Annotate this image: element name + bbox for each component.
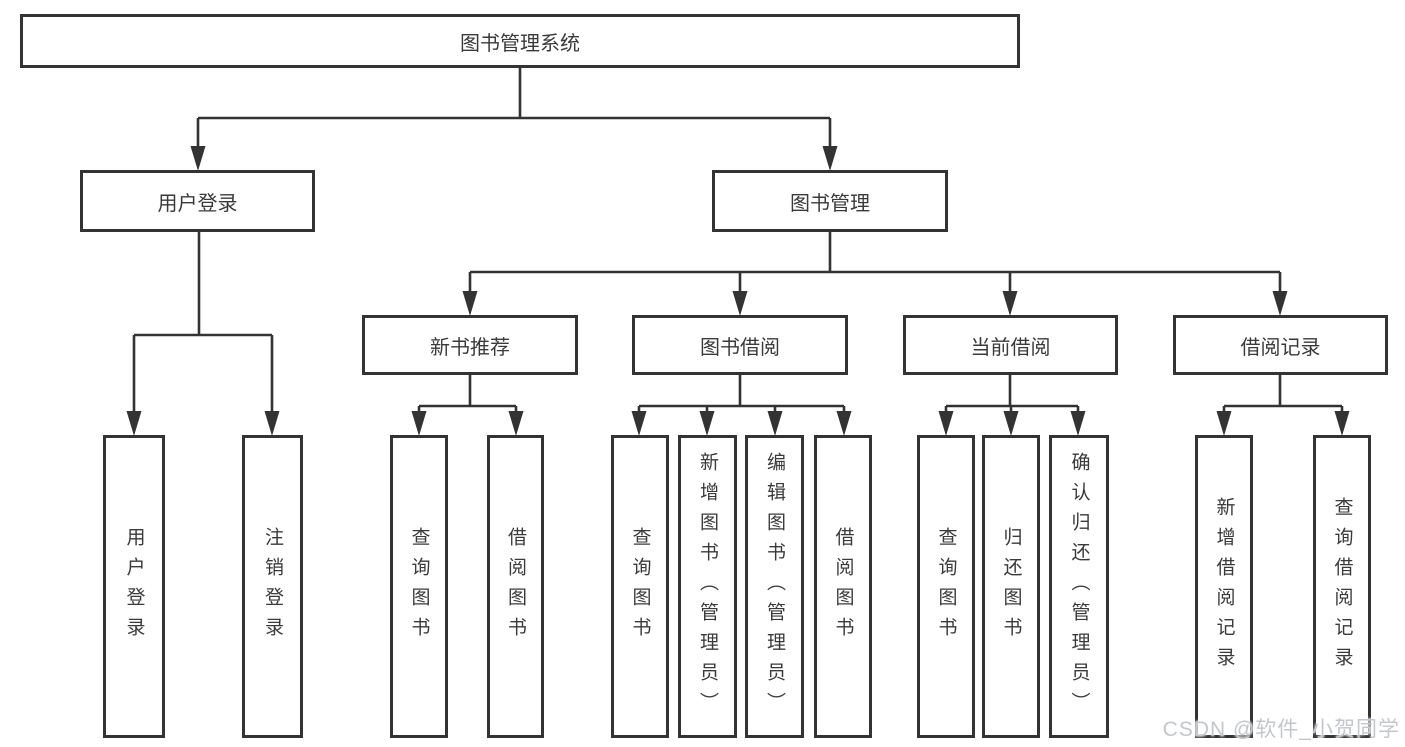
node-book-management: 图书管理 [712, 170, 948, 232]
arrow-icon [1334, 411, 1350, 436]
leaf-query-books-borrowing: 查询图书 [611, 435, 669, 738]
watermark: CSDN @软件_小贺同学 [1162, 718, 1400, 741]
leaf-label: 编辑图书（管理员） [764, 451, 785, 722]
arrow-icon [822, 146, 838, 171]
leaf-query-books-current: 查询图书 [917, 435, 975, 738]
leaf-add-books-admin: 新增图书（管理员） [678, 435, 737, 738]
arrow-icon [1002, 291, 1018, 316]
leaf-label: 借阅图书 [832, 526, 854, 647]
leaf-confirm-return-admin: 确认归还（管理员） [1049, 435, 1109, 738]
leaf-query-borrow-record: 查询借阅记录 [1313, 435, 1371, 738]
arrow-icon [1070, 411, 1086, 436]
leaf-label: 查询借阅记录 [1331, 496, 1353, 677]
arrow-icon [631, 411, 647, 436]
leaf-logout: 注销登录 [242, 435, 303, 738]
arrow-icon [190, 146, 206, 171]
node-book-borrowing: 图书借阅 [632, 315, 848, 375]
connector-book-borrowing-bus [637, 375, 846, 414]
leaf-label: 归还图书 [1000, 526, 1022, 647]
leaf-label: 新增图书（管理员） [697, 451, 718, 722]
leaf-add-borrow-record: 新增借阅记录 [1195, 435, 1253, 738]
node-new-book-recommendation: 新书推荐 [362, 315, 578, 375]
arrow-icon [126, 411, 142, 436]
leaf-edit-books-admin: 编辑图书（管理员） [745, 435, 804, 738]
arrow-icon [508, 411, 524, 436]
node-user-login: 用户登录 [80, 170, 315, 232]
leaf-label: 查询图书 [629, 526, 651, 647]
leaf-label: 新增借阅记录 [1213, 496, 1235, 677]
arrow-icon [264, 411, 280, 436]
arrow-icon [699, 411, 715, 436]
leaf-return-books: 归还图书 [982, 435, 1040, 738]
connector-book-management-bus [468, 232, 1282, 294]
connector-root-bus [196, 68, 832, 150]
arrow-icon [767, 411, 783, 436]
arrowheads [126, 146, 1350, 436]
leaf-label: 借阅图书 [505, 526, 526, 647]
leaf-label: 查询图书 [408, 526, 430, 647]
arrow-icon [462, 291, 478, 316]
connector-new-book-bus [417, 375, 518, 414]
leaf-label: 查询图书 [935, 526, 957, 647]
connector-user-login-bus [132, 232, 274, 414]
arrow-icon [1272, 291, 1288, 316]
leaf-borrow-books-borrowing: 借阅图书 [814, 435, 872, 738]
connector-current-borrowing-bus [944, 375, 1080, 414]
arrow-icon [1216, 411, 1232, 436]
leaf-label: 确认归还（管理员） [1068, 451, 1090, 722]
node-current-borrowing: 当前借阅 [903, 315, 1118, 375]
arrow-icon [411, 411, 427, 436]
leaf-user-login: 用户登录 [103, 435, 165, 738]
node-library-management-system: 图书管理系统 [20, 14, 1020, 68]
leaf-borrow-books-recommend: 借阅图书 [487, 435, 544, 738]
arrow-icon [1003, 411, 1019, 436]
node-borrowing-records: 借阅记录 [1173, 315, 1388, 375]
arrow-icon [938, 411, 954, 436]
leaf-query-books-recommend: 查询图书 [390, 435, 448, 738]
leaf-label: 注销登录 [262, 526, 283, 647]
leaf-label: 用户登录 [123, 526, 145, 647]
arrow-icon [836, 411, 852, 436]
arrow-icon [732, 291, 748, 316]
connector-borrowing-records-bus [1222, 375, 1344, 414]
